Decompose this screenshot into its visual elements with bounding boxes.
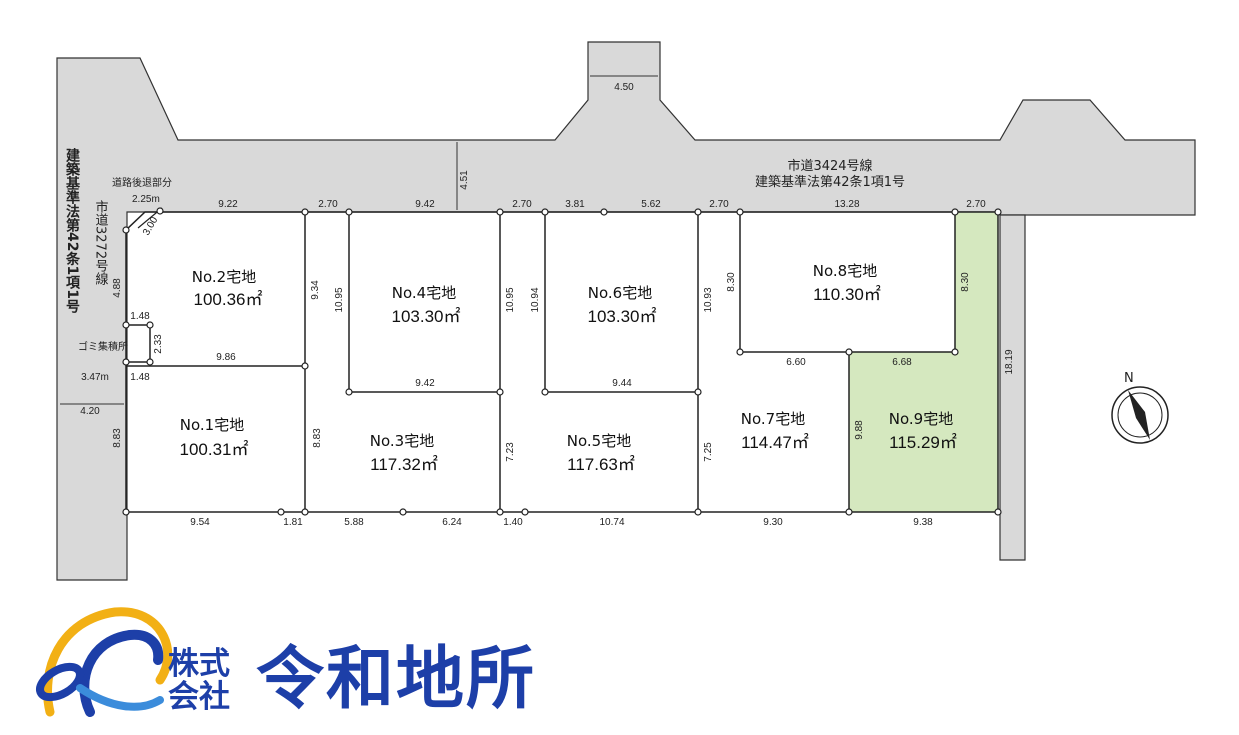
dim-450: 4.50 [614,82,634,93]
dim-1074: 10.74 [599,517,624,528]
lot-labels: No.1宅地 100.31㎡ No.2宅地 100.36㎡ No.3宅地 117… [180,262,957,474]
dim-934: 9.34 [310,280,321,300]
dim-300: 3.00 [141,215,160,238]
main-road-name: 市道3424号線 [787,158,872,174]
company-name: 令和地所 [256,640,537,719]
dim-1094: 10.94 [530,287,541,312]
dim-381: 3.81 [565,199,585,210]
site-plan: 市道3424号線 建築基準法第42条1項1号 建築基準法第42条1項1号 市道3… [56,41,1196,581]
dim-225: 2.25m [132,194,160,205]
lot-5-number: No.5宅地 [567,432,631,450]
dim-942: 9.42 [415,199,435,210]
dimension-labels: 4.50 4.51 2.25m 3.00 9.22 2.70 9.42 2.70… [80,82,1015,528]
dim-270b: 2.70 [512,199,532,210]
dim-883b: 8.83 [312,428,323,448]
left-road-name: 市道3272号線 [93,199,109,285]
lot-5-area: 117.63㎡ [567,455,635,474]
lot-2-number: No.2宅地 [192,268,256,286]
dim-148a: 1.48 [130,311,150,322]
lot-4-number: No.4宅地 [392,284,456,302]
dim-723: 7.23 [505,442,516,462]
dim-725: 7.25 [703,442,714,462]
dim-270d: 2.70 [966,199,986,210]
dim-1328: 13.28 [834,199,859,210]
dim-562: 5.62 [641,199,661,210]
lot-1-area: 100.31㎡ [180,440,249,459]
dim-270c: 2.70 [709,199,729,210]
lot-7-area: 114.47㎡ [741,433,809,452]
dim-668: 6.68 [892,357,912,368]
lot-2-area: 100.36㎡ [194,290,263,309]
lot-7-number: No.7宅地 [741,410,805,428]
dim-1095a: 10.95 [334,287,345,312]
garbage-label: ゴミ集積所 [78,340,128,353]
lot-6-number: No.6宅地 [588,284,652,302]
dim-1095b: 10.95 [505,287,516,312]
dim-488: 4.88 [112,278,123,298]
lot-3-area: 117.32㎡ [370,455,438,474]
main-road-law: 建築基準法第42条1項1号 [755,174,905,190]
dim-988: 9.88 [854,420,865,440]
dim-451: 4.51 [459,170,470,190]
dim-624: 6.24 [442,517,462,528]
company-prefix: 株式会社 [168,646,230,715]
lot-6-area: 103.30㎡ [588,307,657,326]
dim-270a: 2.70 [318,199,338,210]
roads [56,41,1196,581]
dim-930: 9.30 [763,517,783,528]
dim-830b: 8.30 [960,272,971,292]
dim-181: 1.81 [283,517,303,528]
dim-942b: 9.42 [415,378,435,389]
lot-8-area: 110.30㎡ [813,285,881,304]
dim-1819: 18.19 [1004,349,1015,374]
lot-9-number: No.9宅地 [889,410,953,428]
dim-830a: 8.30 [726,272,737,292]
dim-986: 9.86 [216,352,236,363]
company-logo [36,607,173,717]
lot-9-area: 115.29㎡ [889,433,957,452]
dim-420: 4.20 [80,406,100,417]
lot-4-area: 103.30㎡ [392,307,461,326]
dim-140: 1.40 [503,517,523,528]
dim-588: 5.88 [344,517,364,528]
lot-1-number: No.1宅地 [180,416,244,434]
dim-883a: 8.83 [112,428,123,448]
compass-arrow-icon [1128,390,1150,440]
lot-3-number: No.3宅地 [370,432,434,450]
dimension-lines [60,75,658,405]
lot-9-shape [849,212,998,512]
dim-233: 2.33 [153,334,164,354]
dim-938: 9.38 [913,517,933,528]
north-compass: N [1111,371,1169,444]
setback-label: 道路後退部分 [112,176,172,189]
right-lane [999,214,1026,561]
survey-points [122,207,1002,516]
dim-944: 9.44 [612,378,632,389]
dim-954: 9.54 [190,517,210,528]
dim-148b: 1.48 [130,372,150,383]
dim-347: 3.47m [81,372,109,383]
dim-660: 6.60 [786,357,806,368]
lot-8-number: No.8宅地 [813,262,877,280]
dim-1093: 10.93 [703,287,714,312]
compass-north: N [1124,371,1134,386]
dim-922: 9.22 [218,199,238,210]
left-road-law: 建築基準法第42条1項1号 [64,147,81,314]
